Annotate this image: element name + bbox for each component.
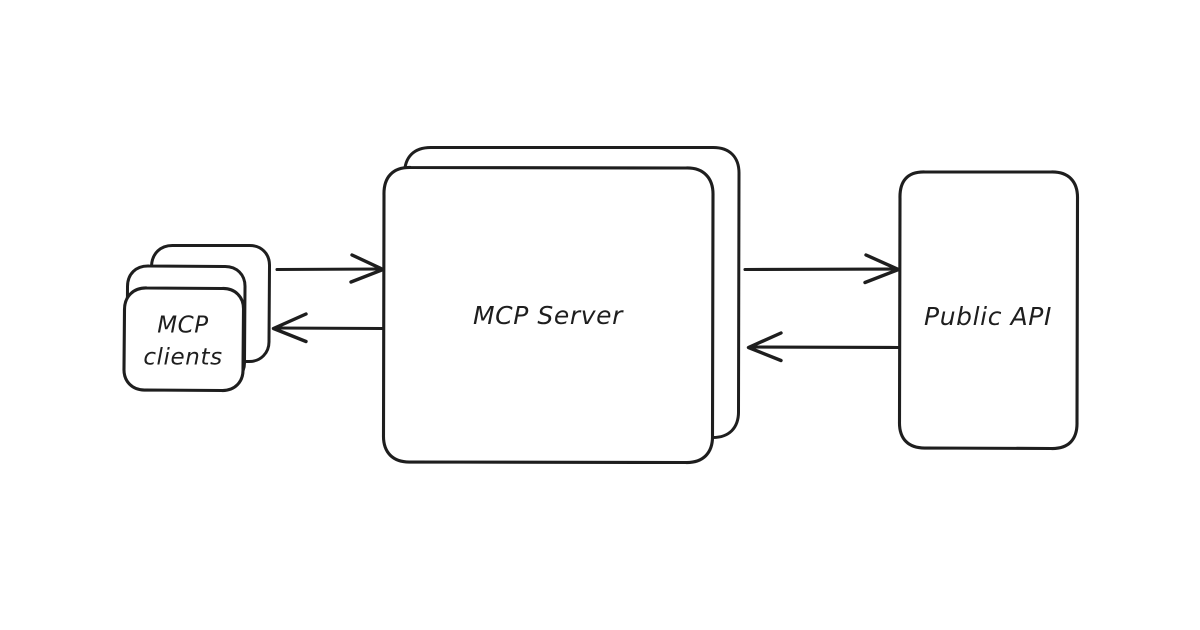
node-public-api[interactable]: Public API bbox=[897, 170, 1080, 451]
edge-api-to-server-line bbox=[749, 345, 900, 350]
mcp-clients-label-line2: clients bbox=[143, 345, 222, 371]
public-api-label: Public API bbox=[924, 302, 1052, 331]
edge-server-to-clients-line bbox=[274, 326, 385, 331]
edge-api-to-server[interactable] bbox=[746, 331, 900, 363]
public-api-card bbox=[897, 170, 1080, 451]
edge-clients-to-server-arrowhead bbox=[349, 253, 385, 284]
edge-server-to-clients-arrowhead bbox=[271, 312, 308, 344]
node-mcp-server[interactable]: MCP Server bbox=[381, 145, 741, 465]
node-mcp-clients[interactable]: MCP clients bbox=[122, 243, 272, 393]
edge-server-to-api[interactable] bbox=[743, 253, 901, 285]
edge-api-to-server-arrowhead bbox=[746, 331, 783, 363]
edge-clients-to-server-line bbox=[275, 267, 384, 272]
mcp-server-label: MCP Server bbox=[473, 301, 624, 330]
mcp-clients-label-line1: MCP bbox=[157, 313, 209, 339]
mcp-server-front-card bbox=[381, 165, 715, 465]
edge-server-to-clients[interactable] bbox=[271, 312, 385, 344]
edge-clients-to-server[interactable] bbox=[275, 253, 385, 284]
edge-server-to-api-line bbox=[743, 267, 899, 272]
edge-server-to-api-arrowhead bbox=[863, 253, 901, 285]
mcp-clients-front-card bbox=[122, 286, 246, 393]
